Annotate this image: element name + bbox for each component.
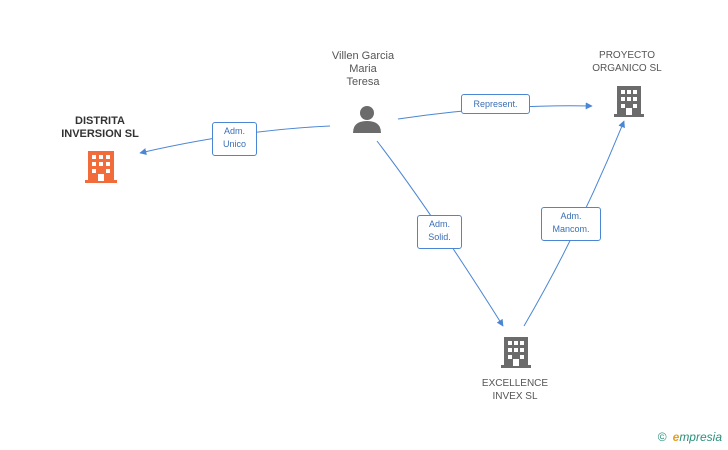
company-name-line: INVERSION SL: [61, 128, 139, 140]
copyright-symbol: ©: [657, 430, 667, 444]
building-icon[interactable]: [501, 337, 531, 368]
company-name-line: EXCELLENCE: [481, 378, 549, 389]
relation-label-represent: Represent.: [461, 94, 530, 114]
building-icon[interactable]: [614, 86, 644, 117]
company-name-line: ORGANICO SL: [592, 63, 662, 74]
brand-initial: e: [672, 430, 680, 444]
relation-label-line: Solid.: [428, 232, 451, 242]
company-name-proyecto[interactable]: PROYECTO ORGANICO SL: [577, 49, 677, 75]
relation-label-adm-solid: Adm. Solid.: [417, 215, 462, 249]
relation-label-line: Represent.: [473, 99, 518, 109]
relation-label-line: Adm.: [223, 126, 245, 136]
brand-name: mpresia: [679, 430, 722, 444]
person-name-line: Maria: [349, 63, 377, 75]
relation-label-line: Mancom.: [552, 224, 590, 234]
person-name[interactable]: Villen Garcia Maria Teresa: [318, 50, 408, 89]
person-name-line: Teresa: [346, 76, 380, 88]
person-icon[interactable]: [353, 106, 381, 133]
company-name-excellence[interactable]: EXCELLENCE INVEX SL: [465, 377, 565, 403]
person-name-line: Villen Garcia: [331, 50, 395, 62]
relation-label-adm-mancom: Adm. Mancom.: [541, 207, 601, 241]
building-icon[interactable]: [85, 151, 117, 183]
company-name-line: INVEX SL: [492, 391, 538, 402]
relation-label-adm-unico: Adm. Unico: [212, 122, 257, 156]
brand-logo: © empresia: [658, 430, 722, 444]
company-name-line: PROYECTO: [599, 50, 655, 61]
relation-label-line: Unico: [222, 139, 246, 149]
relation-label-line: Adm.: [428, 219, 450, 229]
relation-label-line: Adm.: [560, 211, 582, 221]
company-name-line: DISTRITA: [75, 115, 125, 127]
company-name-distrita[interactable]: DISTRITA INVERSION SL: [45, 115, 155, 141]
